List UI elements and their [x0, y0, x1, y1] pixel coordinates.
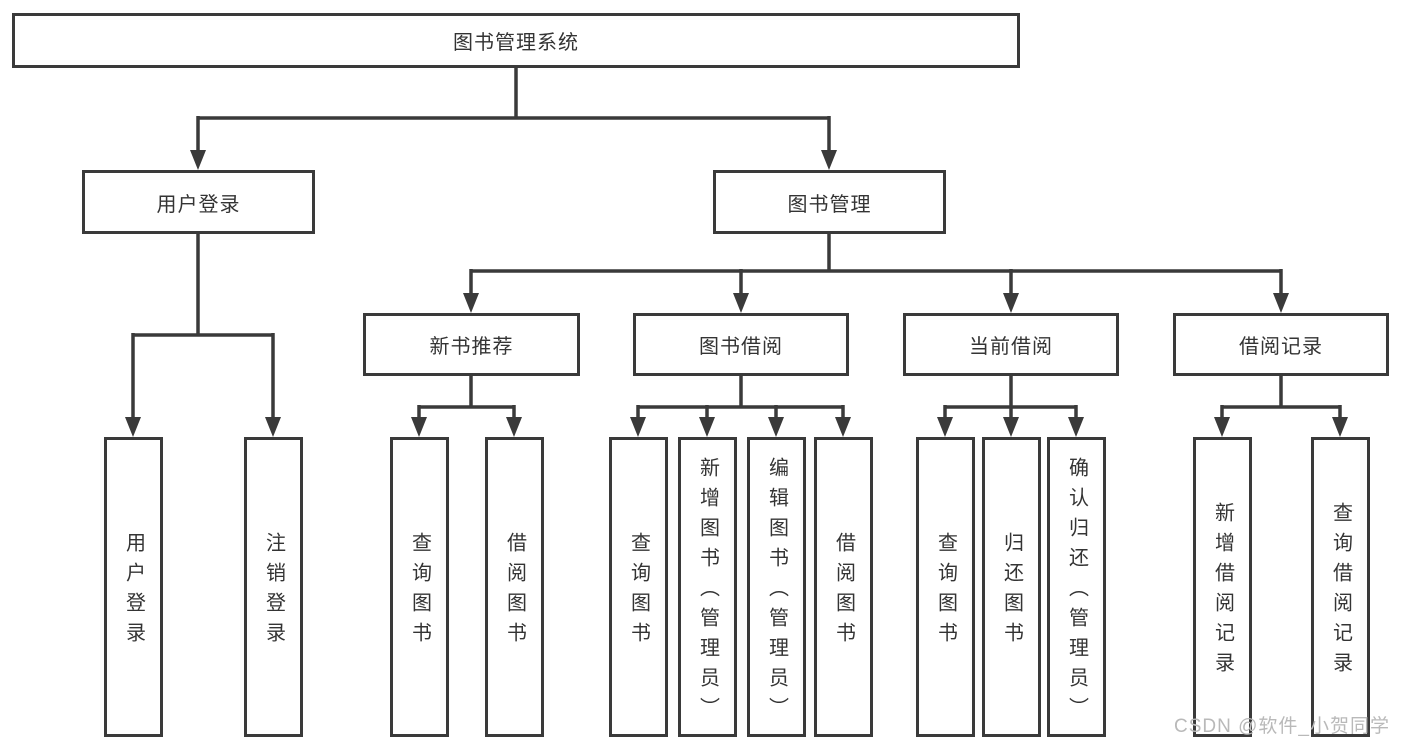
node-label: 借阅图书 [503, 532, 526, 652]
node-label: 借阅图书 [832, 532, 855, 652]
node-label: 图书管理系统 [453, 32, 579, 54]
node-label: 注销登录 [262, 532, 285, 652]
node-label: 图书管理 [787, 193, 872, 216]
csdn-watermark: CSDN @软件_小贺同学 [1174, 716, 1390, 737]
node-label: 确认归还（管理员） [1065, 457, 1088, 727]
node-label: 归还图书 [1000, 532, 1023, 652]
node-label: 查询图书 [627, 532, 650, 652]
node-book-management: 图书管理 [713, 170, 946, 234]
node-label: 新书推荐 [429, 336, 514, 358]
leaf-query-borrow-record: 查询借阅记录 [1311, 437, 1370, 737]
node-library-management-system: 图书管理系统 [12, 13, 1020, 68]
arrowheads [125, 150, 1348, 437]
node-label: 图书借阅 [699, 336, 783, 358]
node-label: 借阅记录 [1239, 336, 1323, 358]
node-book-borrowing: 图书借阅 [633, 313, 849, 376]
node-current-borrowing: 当前借阅 [903, 313, 1119, 376]
node-label: 用户登录 [156, 193, 241, 216]
node-label: 新增图书（管理员） [696, 457, 719, 727]
node-label: 新增借阅记录 [1211, 502, 1234, 682]
node-label: 用户登录 [122, 532, 145, 652]
leaf-return-books: 归还图书 [982, 437, 1041, 737]
leaf-edit-books-admin: 编辑图书（管理员） [747, 437, 806, 737]
leaf-borrow-books-recommend: 借阅图书 [485, 437, 544, 737]
node-user-login: 用户登录 [82, 170, 315, 234]
node-label: 查询图书 [934, 532, 957, 652]
node-label: 当前借阅 [969, 336, 1053, 358]
node-borrow-records: 借阅记录 [1173, 313, 1389, 376]
leaf-query-books-borrowing: 查询图书 [609, 437, 668, 737]
leaf-add-books-admin: 新增图书（管理员） [678, 437, 737, 737]
node-label: 查询借阅记录 [1329, 502, 1352, 682]
node-label: 编辑图书（管理员） [765, 457, 788, 727]
leaf-add-borrow-record: 新增借阅记录 [1193, 437, 1252, 737]
leaf-user-login: 用户登录 [104, 437, 163, 737]
leaf-query-books-recommend: 查询图书 [390, 437, 449, 737]
leaf-confirm-return-admin: 确认归还（管理员） [1047, 437, 1106, 737]
node-new-book-recommend: 新书推荐 [363, 313, 580, 376]
node-label: 查询图书 [408, 532, 431, 652]
leaf-logout: 注销登录 [244, 437, 303, 737]
leaf-borrow-books: 借阅图书 [814, 437, 873, 737]
leaf-query-books-current: 查询图书 [916, 437, 975, 737]
